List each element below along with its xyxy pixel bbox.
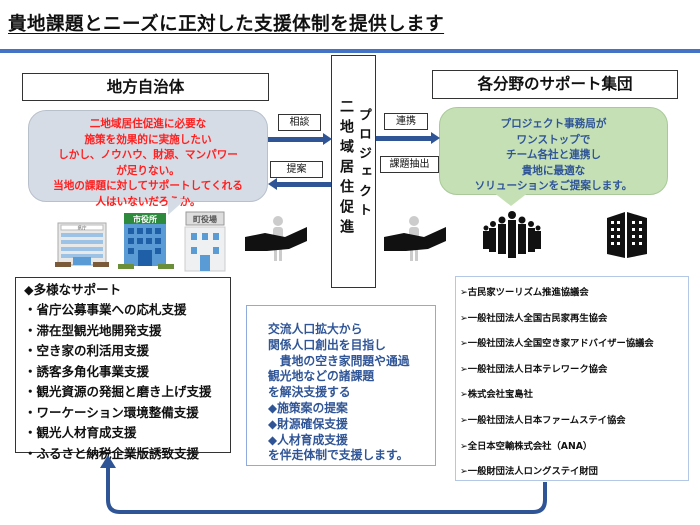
bubble-line: が足りない。 <box>116 164 180 177</box>
title-divider-bar <box>0 49 700 53</box>
arrow-left-icon <box>268 178 277 190</box>
local-government-speech-bubble: 二地域居住促進に必要な 施策を効果的に実施したい しかし、ノウハウ、財源、マンパ… <box>28 110 268 208</box>
mission-statement-panel: 交流人口拡大から 関係人口創出を目指し 貴地の空き家問題や通過 観光地などの諸課… <box>246 305 436 466</box>
support-heading: ◆多様なサポート <box>24 282 122 297</box>
arrow-right-icon <box>323 133 332 145</box>
support-item: ・観光人材育成支援 <box>24 425 137 440</box>
arrow-up-icon <box>100 455 116 468</box>
support-item: ・観光資源の発掘と磨き上げ支援 <box>24 384 212 399</box>
organization-item: ➢一般社団法人日本ファームステイ協会 <box>460 414 626 426</box>
proposal-label: 提案 <box>270 161 323 178</box>
support-group-speech-bubble: プロジェクト事務局が ワンストップで チーム各社と連携し 貴地に最適な ソリュー… <box>439 107 668 195</box>
organization-item: ➢一般社団法人日本テレワーク協会 <box>460 363 608 375</box>
page-title: 貴地課題とニーズに正対した支援体制を提供します <box>8 14 445 35</box>
bubble-line: 当地の課題に対してサポートしてくれる <box>53 180 243 193</box>
project-name-vertical: 二地域居住促進 <box>338 99 354 239</box>
handshake-figure-icon <box>384 216 446 261</box>
organization-item: ➢一般財団法人ロングステイ財団 <box>460 466 598 478</box>
mission-line: 観光地などの諸課題 <box>268 369 375 384</box>
support-item: ・省庁公募事業への応札支援 <box>24 302 187 317</box>
arrow-right-icon <box>431 132 440 144</box>
project-center-box: 二地域居住促進 プロジェクト <box>331 55 376 288</box>
cooperation-arrow-shaft <box>376 136 432 141</box>
support-item: ・ワーケーション環境整備支援 <box>24 404 199 420</box>
bubble-line: ワンストップで <box>516 133 591 146</box>
business-team-icon <box>483 211 541 258</box>
mission-line: を解決支援する <box>268 385 351 400</box>
bubble-line: 貴地に最適な <box>521 164 586 177</box>
mission-line: ◆人材育成支援 <box>268 432 348 447</box>
local-government-header: 地方自治体 <box>22 73 269 101</box>
support-group-header: 各分野のサポート集団 <box>432 70 678 99</box>
mission-line: ◆財源確保支援 <box>268 416 348 431</box>
mission-line: 貴地の空き家問題や通過 <box>268 353 410 368</box>
town-hall-sign: 町役場 <box>193 214 217 224</box>
support-item: ・滞在型観光地開発支援 <box>24 322 162 338</box>
prefectural-office-icon: 県庁 <box>55 222 109 267</box>
bubble-line: ソリューションをご提案します。 <box>474 180 633 193</box>
cooperation-label: 連携 <box>384 113 428 130</box>
mission-line: ◆施策案の提案 <box>268 400 348 415</box>
support-item: ・誘客多角化事業支援 <box>24 363 150 379</box>
mission-line: 交流人口拡大から <box>268 322 363 336</box>
consultation-label: 相談 <box>278 114 321 131</box>
speech-bubble-tail <box>168 199 186 215</box>
prefecture-sign: 県庁 <box>78 225 87 232</box>
consultation-arrow-shaft <box>268 137 324 142</box>
speech-bubble-tail <box>493 192 529 206</box>
city-hall-icon: 市役所 <box>118 213 174 269</box>
office-building-icon <box>607 212 647 258</box>
handshake-figure-icon <box>245 216 307 261</box>
support-item: ・ふるさと納税企業版誘致支援 <box>24 445 200 461</box>
town-hall-icon: 町役場 <box>184 211 226 272</box>
bubble-line: 施策を効果的に実施したい <box>84 133 212 146</box>
organization-item: ➢一般社団法人全国空き家アドバイザー協議会 <box>460 338 654 350</box>
organization-item: ➢一般社団法人全国古民家再生協会 <box>460 312 608 324</box>
proposal-arrow-shaft <box>276 182 331 187</box>
support-item: ・空き家の利活用支援 <box>24 343 150 358</box>
bubble-line: チーム各社と連携し <box>505 149 602 162</box>
bubble-line: しかし、ノウハウ、財源、マンパワー <box>58 149 238 162</box>
partner-organizations-panel: ➢古民家ツーリズム推進協議会 ➢一般社団法人全国古民家再生協会 ➢一般社団法人全… <box>455 276 689 481</box>
bubble-line: 二地域居住促進に必要な <box>89 118 207 130</box>
organization-item: ➢古民家ツーリズム推進協議会 <box>460 287 589 298</box>
city-hall-sign: 市役所 <box>133 214 157 224</box>
support-list-panel: ◆多様なサポート ・省庁公募事業への応札支援 ・滞在型観光地開発支援 ・空き家の… <box>15 277 231 461</box>
organization-item: ➢株式会社宝島社 <box>460 389 533 401</box>
mission-line: 関係人口創出を目指し <box>268 337 386 352</box>
bubble-line: プロジェクト事務局が <box>500 118 607 130</box>
mission-line: を伴走体制で支援します。 <box>268 448 409 463</box>
issue-extraction-label: 課題抽出 <box>380 156 439 173</box>
organization-item: ➢全日本空輸株式会社（ANA） <box>460 440 593 452</box>
project-label-vertical: プロジェクト <box>356 108 371 222</box>
